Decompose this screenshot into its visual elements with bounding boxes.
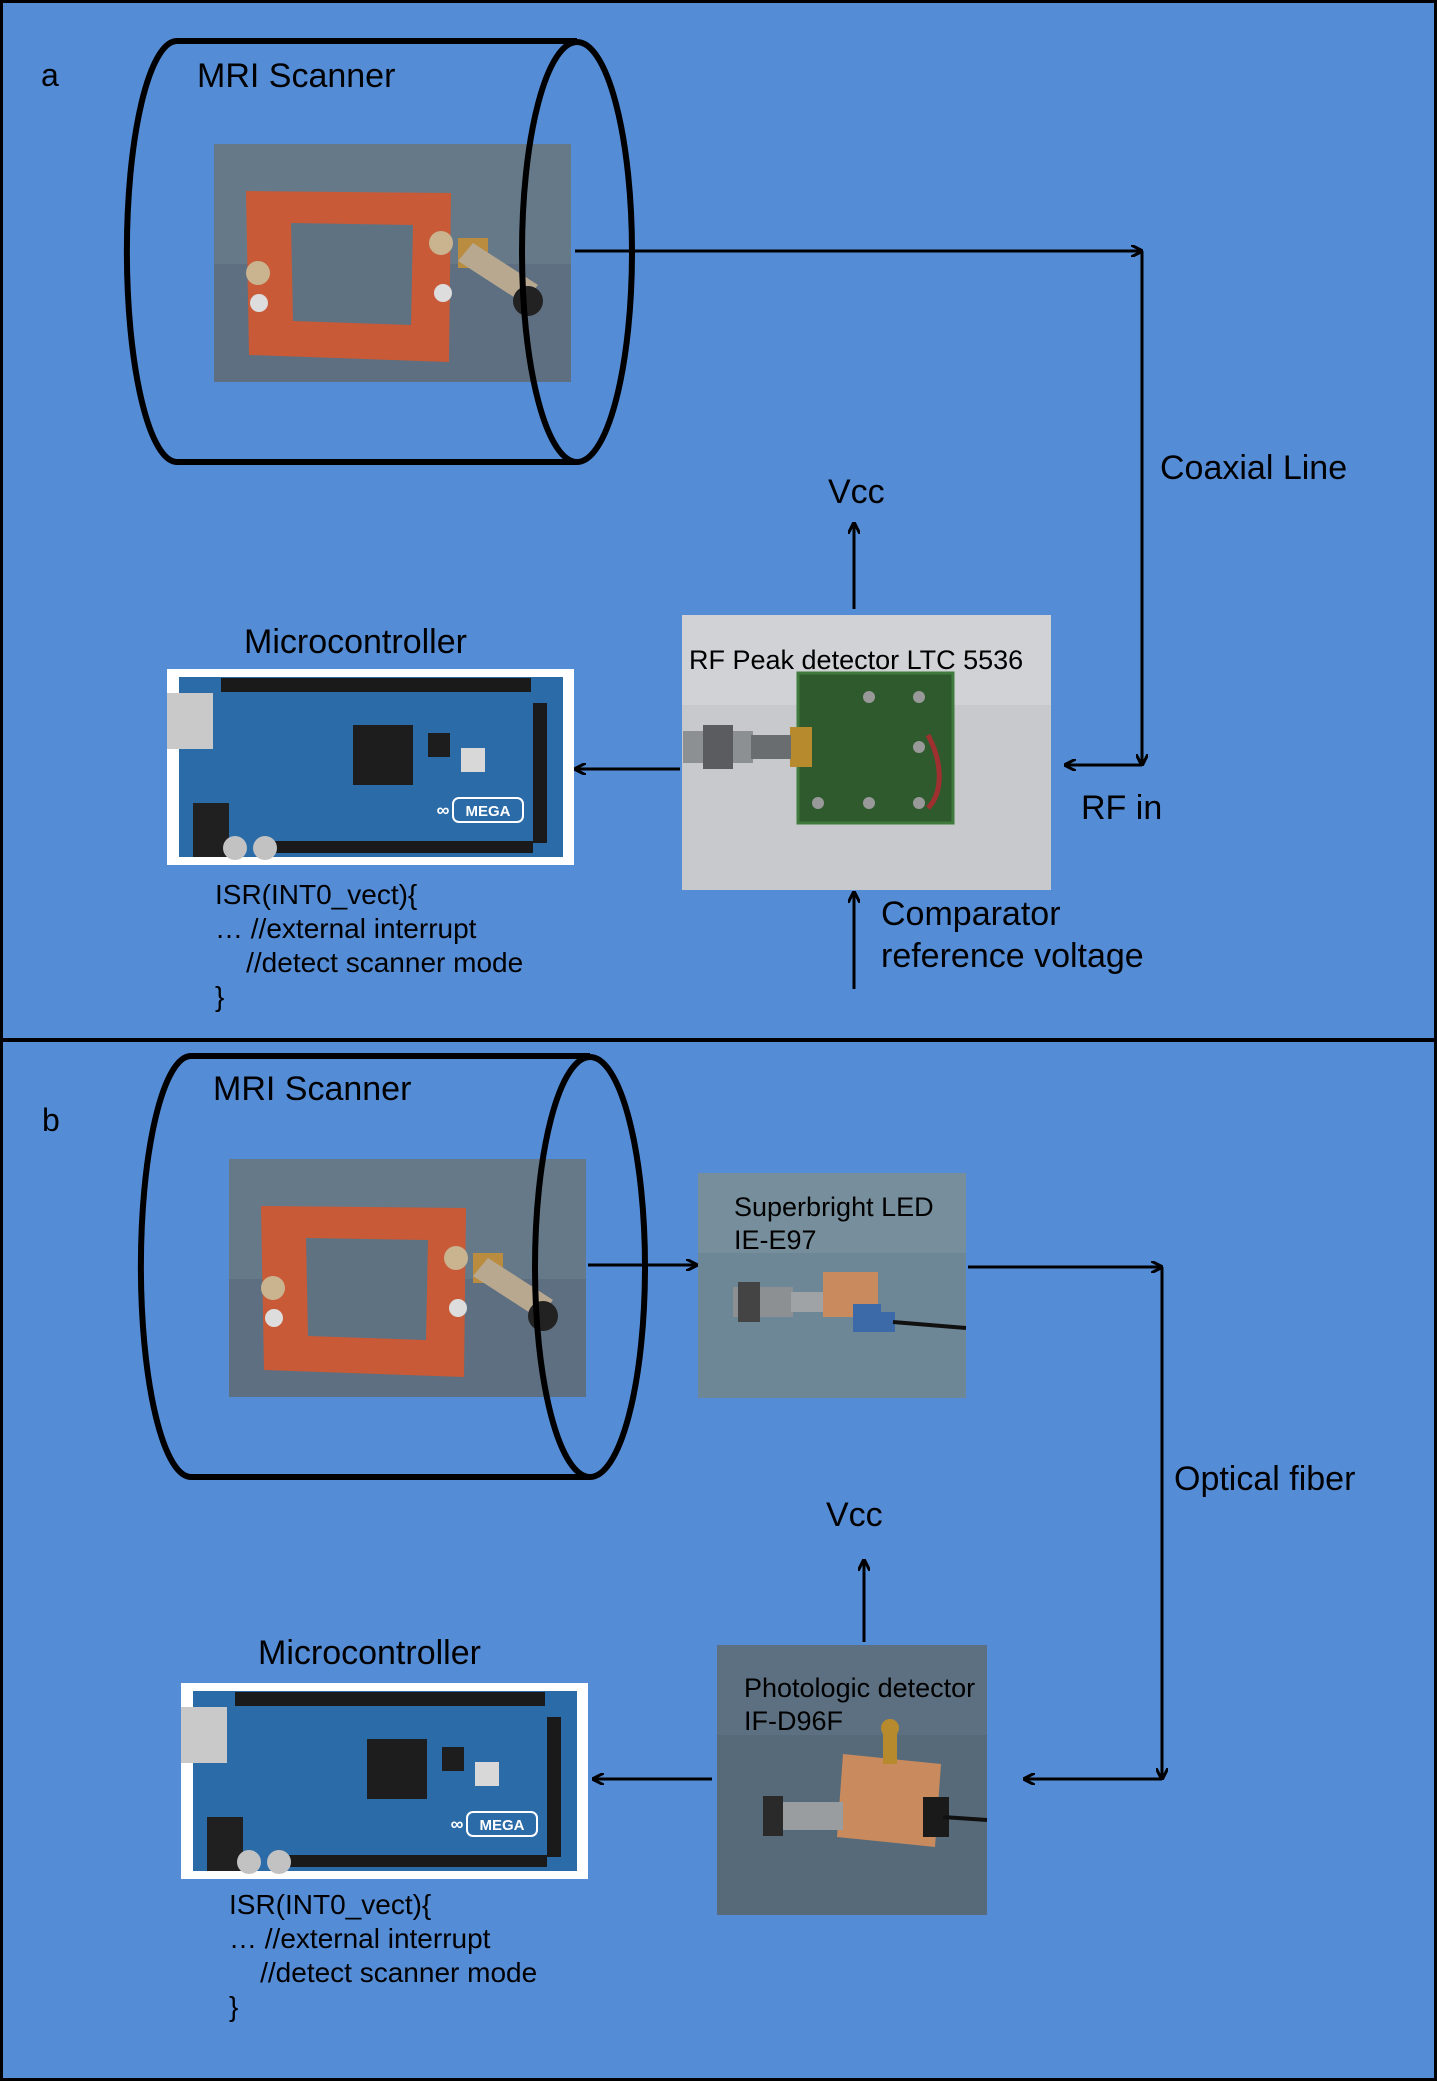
comparator-label-line1: Comparator	[881, 895, 1061, 933]
isr-code-block: ISR(INT0_vect){… //external interrupt //…	[229, 1888, 537, 2024]
infinity-logo-icon: ∞	[451, 1814, 464, 1834]
photologic-detector-photo	[717, 1645, 988, 1915]
photologic-label-line1: Photologic detector	[744, 1673, 976, 1703]
code-line: //detect scanner mode	[215, 947, 524, 978]
microcontroller-board-photo: MEGA ∞	[181, 1683, 588, 1879]
coaxial-line	[575, 251, 1142, 765]
vcc-label: Vcc	[828, 473, 885, 511]
optical-fiber-line	[968, 1267, 1162, 1779]
superbright-led-photo	[698, 1173, 967, 1398]
board-brand-text: MEGA	[480, 1817, 525, 1834]
code-line: ISR(INT0_vect){	[215, 879, 418, 910]
comparator-label-line2: reference voltage	[881, 937, 1144, 975]
optical-fiber-label: Optical fiber	[1174, 1460, 1356, 1498]
rf-peak-detector-label: RF Peak detector LTC 5536	[689, 645, 1024, 675]
mri-scanner-label: MRI Scanner	[213, 1070, 412, 1108]
vcc-label: Vcc	[826, 1496, 883, 1534]
panel-letter: b	[42, 1102, 60, 1138]
led-label-line1: Superbright LED	[734, 1192, 934, 1222]
rf-coil-photo	[229, 1159, 586, 1397]
board-brand-text: MEGA	[466, 803, 511, 820]
coaxial-line-label: Coaxial Line	[1160, 449, 1348, 487]
rf-coil-photo	[214, 144, 571, 382]
microcontroller-label: Microcontroller	[258, 1634, 481, 1672]
microcontroller-board-photo: MEGA ∞	[167, 669, 574, 865]
led-label-line2: IE-E97	[734, 1225, 817, 1255]
code-line: }	[229, 1991, 239, 2022]
panel-letter: a	[41, 57, 59, 93]
code-line: //detect scanner mode	[229, 1957, 538, 1988]
rf-in-label: RF in	[1081, 789, 1163, 827]
rf-peak-detector-photo	[682, 615, 1051, 890]
panel-a-drawing: MEGA ∞	[123, 38, 1434, 989]
photologic-label-line2: IF-D96F	[744, 1706, 844, 1736]
microcontroller-label: Microcontroller	[244, 623, 467, 661]
panel-b: MEGA ∞ b MRI Scanner Superbright LED IE-…	[0, 1039, 1437, 2081]
isr-code-block: ISR(INT0_vect){… //external interrupt //…	[215, 878, 523, 1014]
code-line: ISR(INT0_vect){	[229, 1889, 432, 1920]
panel-b-drawing: MEGA ∞	[137, 1053, 1434, 1915]
infinity-logo-icon: ∞	[437, 800, 450, 820]
mri-scanner-label: MRI Scanner	[197, 57, 396, 95]
code-line: … //external interrupt	[215, 913, 477, 944]
mri-scanner-cylinder	[137, 1053, 648, 1480]
panel-a: MEGA ∞ a MRI Scanner Coaxial Line Vcc RF…	[0, 0, 1437, 1041]
code-line: }	[215, 981, 225, 1012]
code-line: … //external interrupt	[229, 1923, 491, 1954]
